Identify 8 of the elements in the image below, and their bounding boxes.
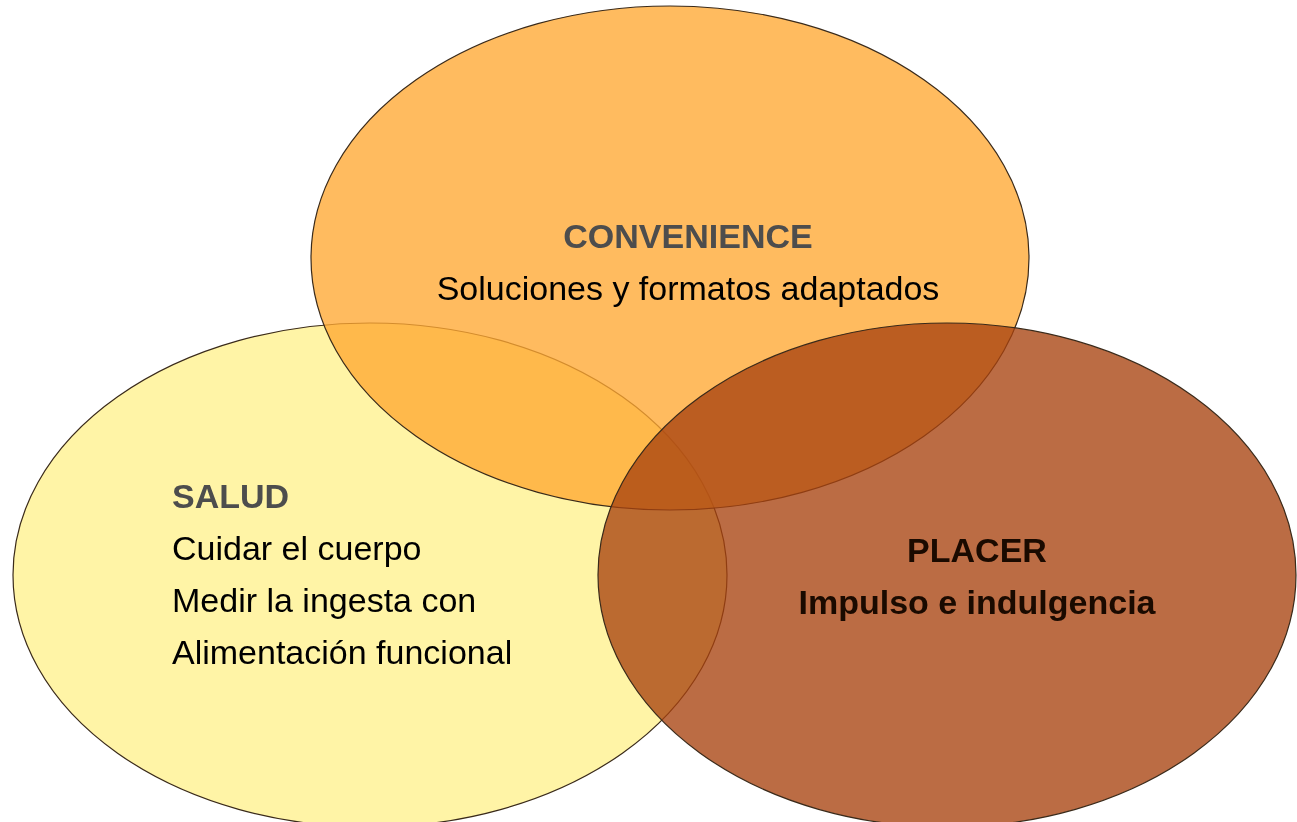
circle-text: Medir la ingesta con xyxy=(172,580,477,621)
circle-heading: PLACER xyxy=(907,530,1047,571)
circle-text: Cuidar el cuerpo xyxy=(172,528,422,569)
circle-text: Impulso e indulgencia xyxy=(798,582,1156,623)
circle-text: Soluciones y formatos adaptados xyxy=(436,268,940,309)
circle-heading: SALUD xyxy=(172,476,290,517)
circle-heading: CONVENIENCE xyxy=(563,216,813,257)
circle-text: Alimentación funcional xyxy=(172,632,513,673)
